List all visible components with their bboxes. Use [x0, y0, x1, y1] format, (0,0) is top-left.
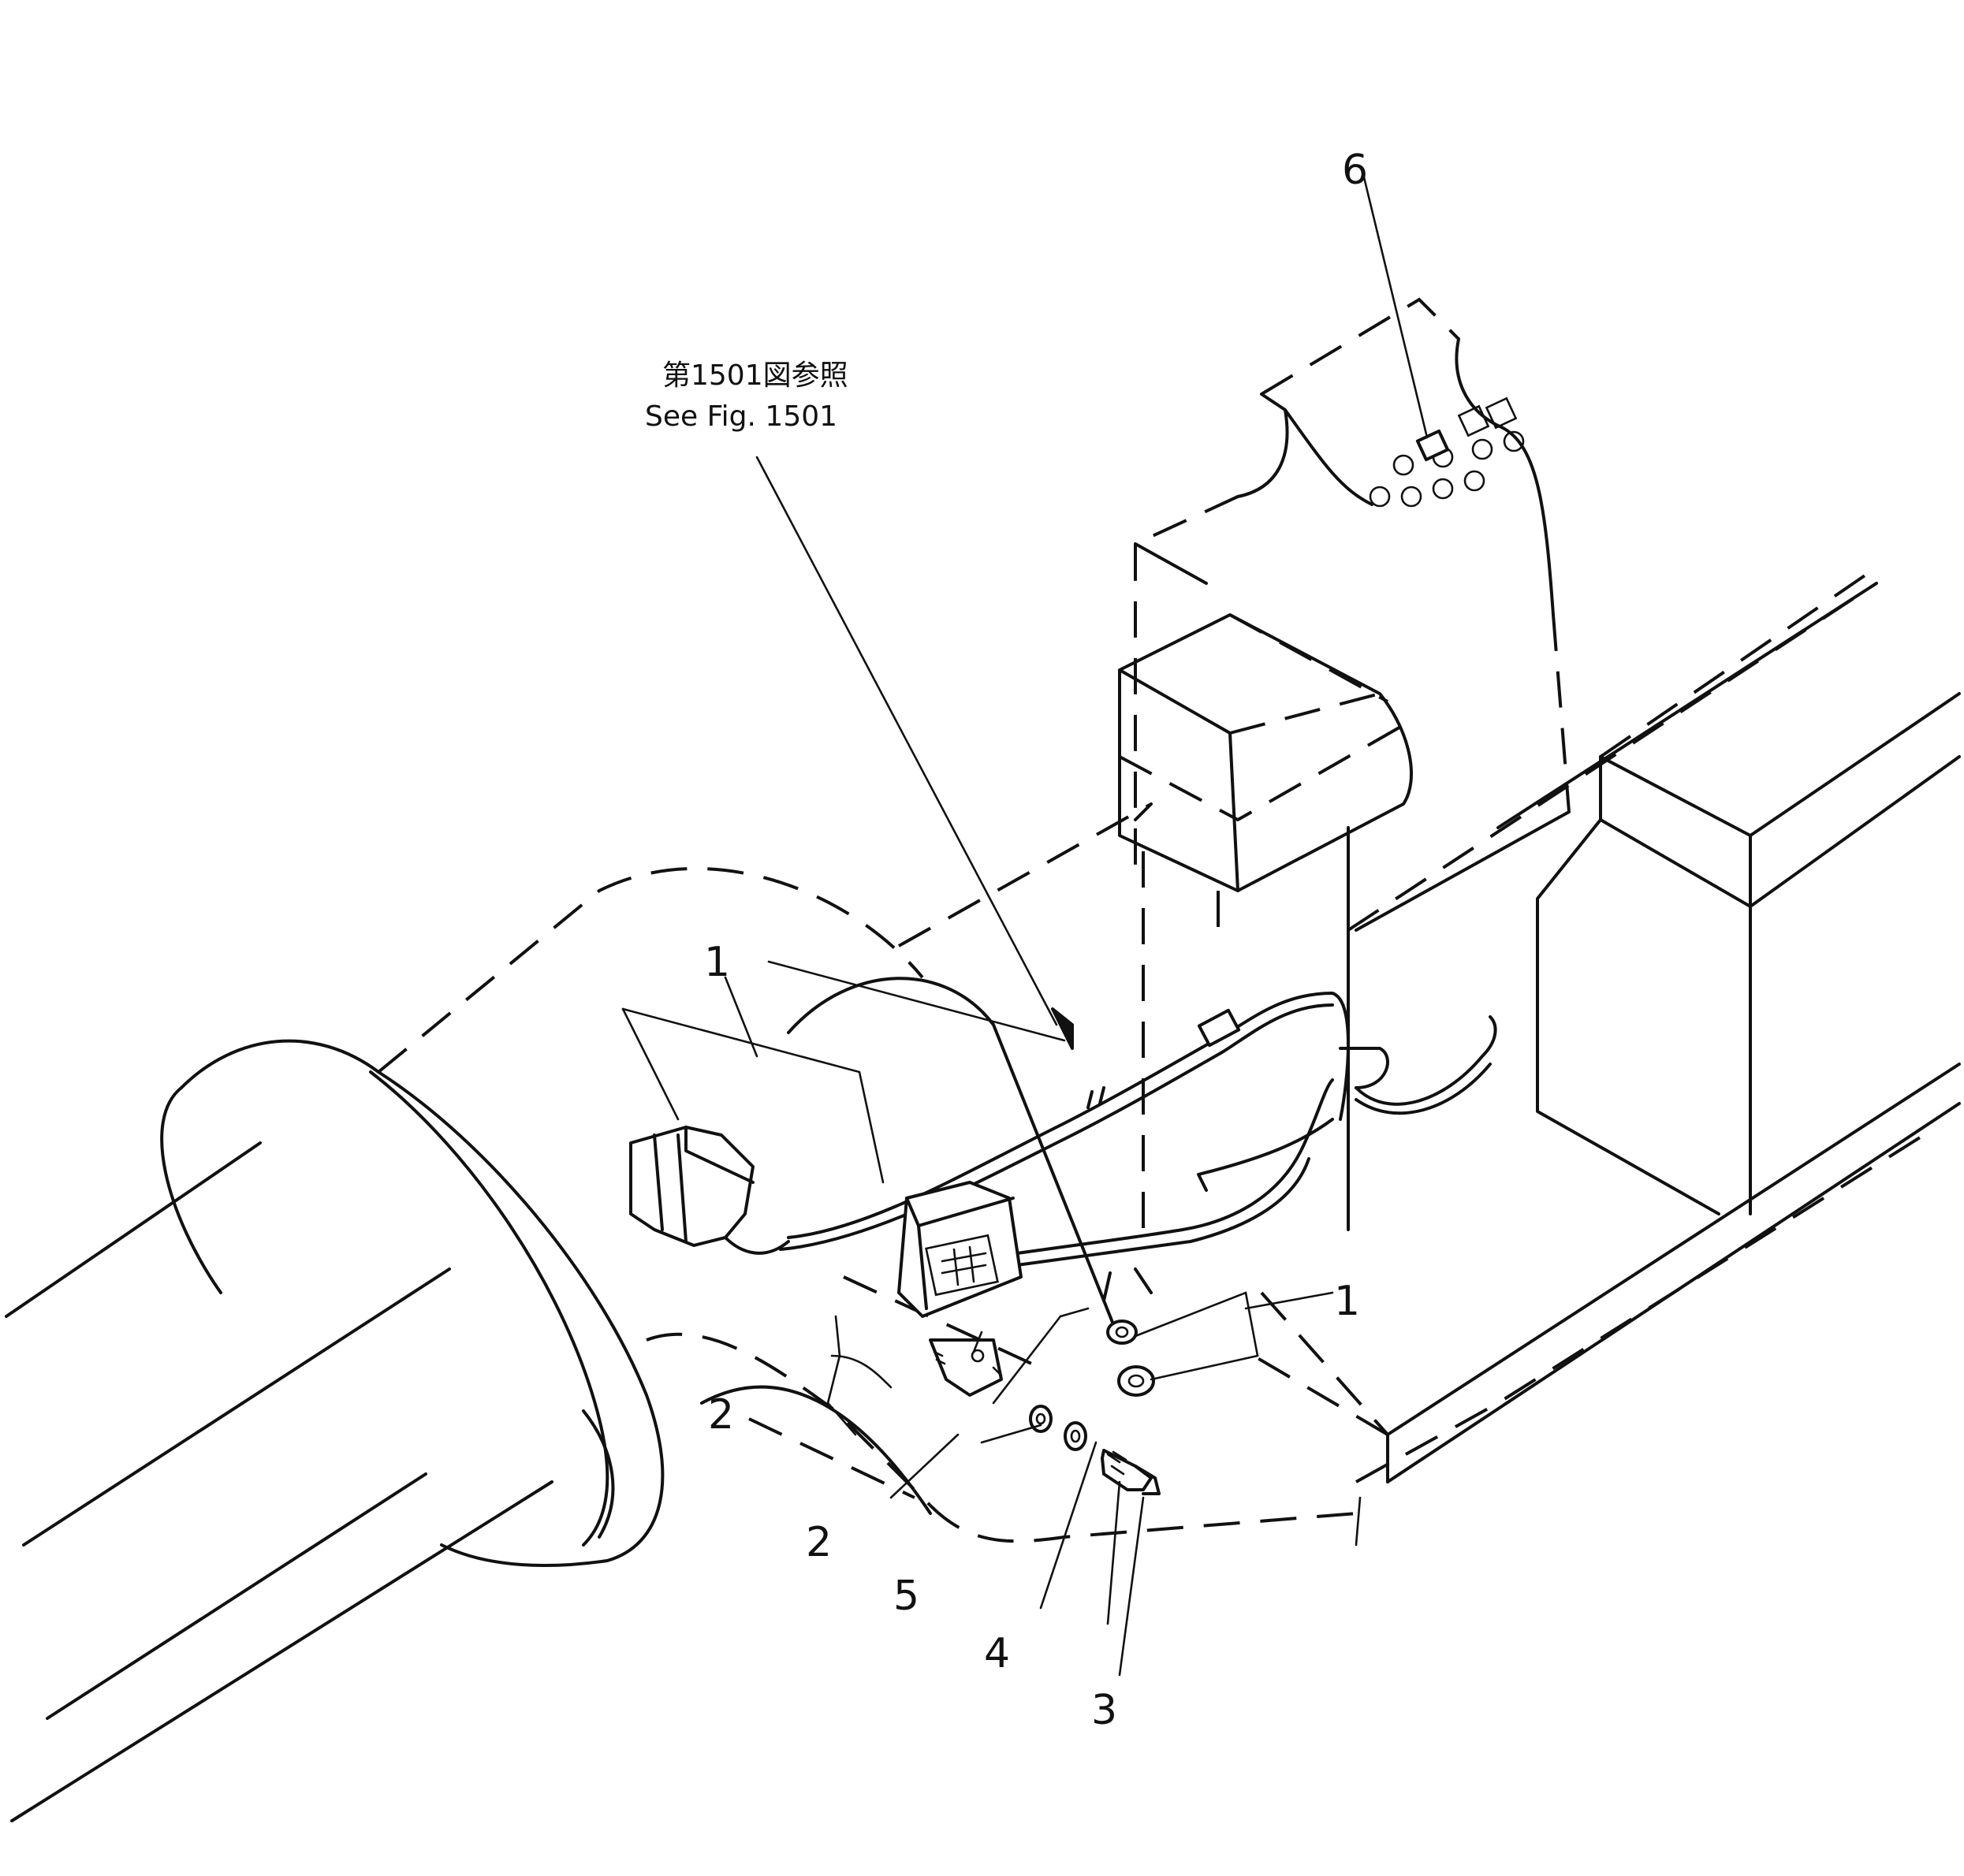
reference-note: 第1501図参照 See Fig. 1501: [645, 359, 848, 433]
note-ja: 第1501図参照: [662, 359, 848, 392]
callout-1-right: 1: [1334, 1278, 1360, 1325]
side-block: [1536, 566, 1961, 1215]
connector-left: [629, 1126, 790, 1255]
callout-2-left: 2: [708, 1391, 734, 1439]
callout-2-lower: 2: [806, 1519, 832, 1566]
callout-4: 4: [984, 1630, 1010, 1677]
frame-base: [898, 582, 1961, 1483]
callout-6: 6: [1342, 147, 1368, 194]
callout-1-upper: 1: [704, 939, 730, 986]
leader-lines: [621, 176, 1429, 1677]
wire-harness: [779, 992, 1497, 1267]
note-en: See Fig. 1501: [645, 400, 837, 433]
callout-5: 5: [893, 1573, 919, 1620]
callout-3: 3: [1091, 1687, 1117, 1734]
hardware: [1029, 1267, 1161, 1495]
cylinder-body: [5, 867, 1357, 1822]
control-column: [1118, 297, 1571, 1231]
work-lamp: [897, 1181, 1023, 1397]
callouts: 1 1 2 2 3 4 5 6: [704, 147, 1368, 1734]
